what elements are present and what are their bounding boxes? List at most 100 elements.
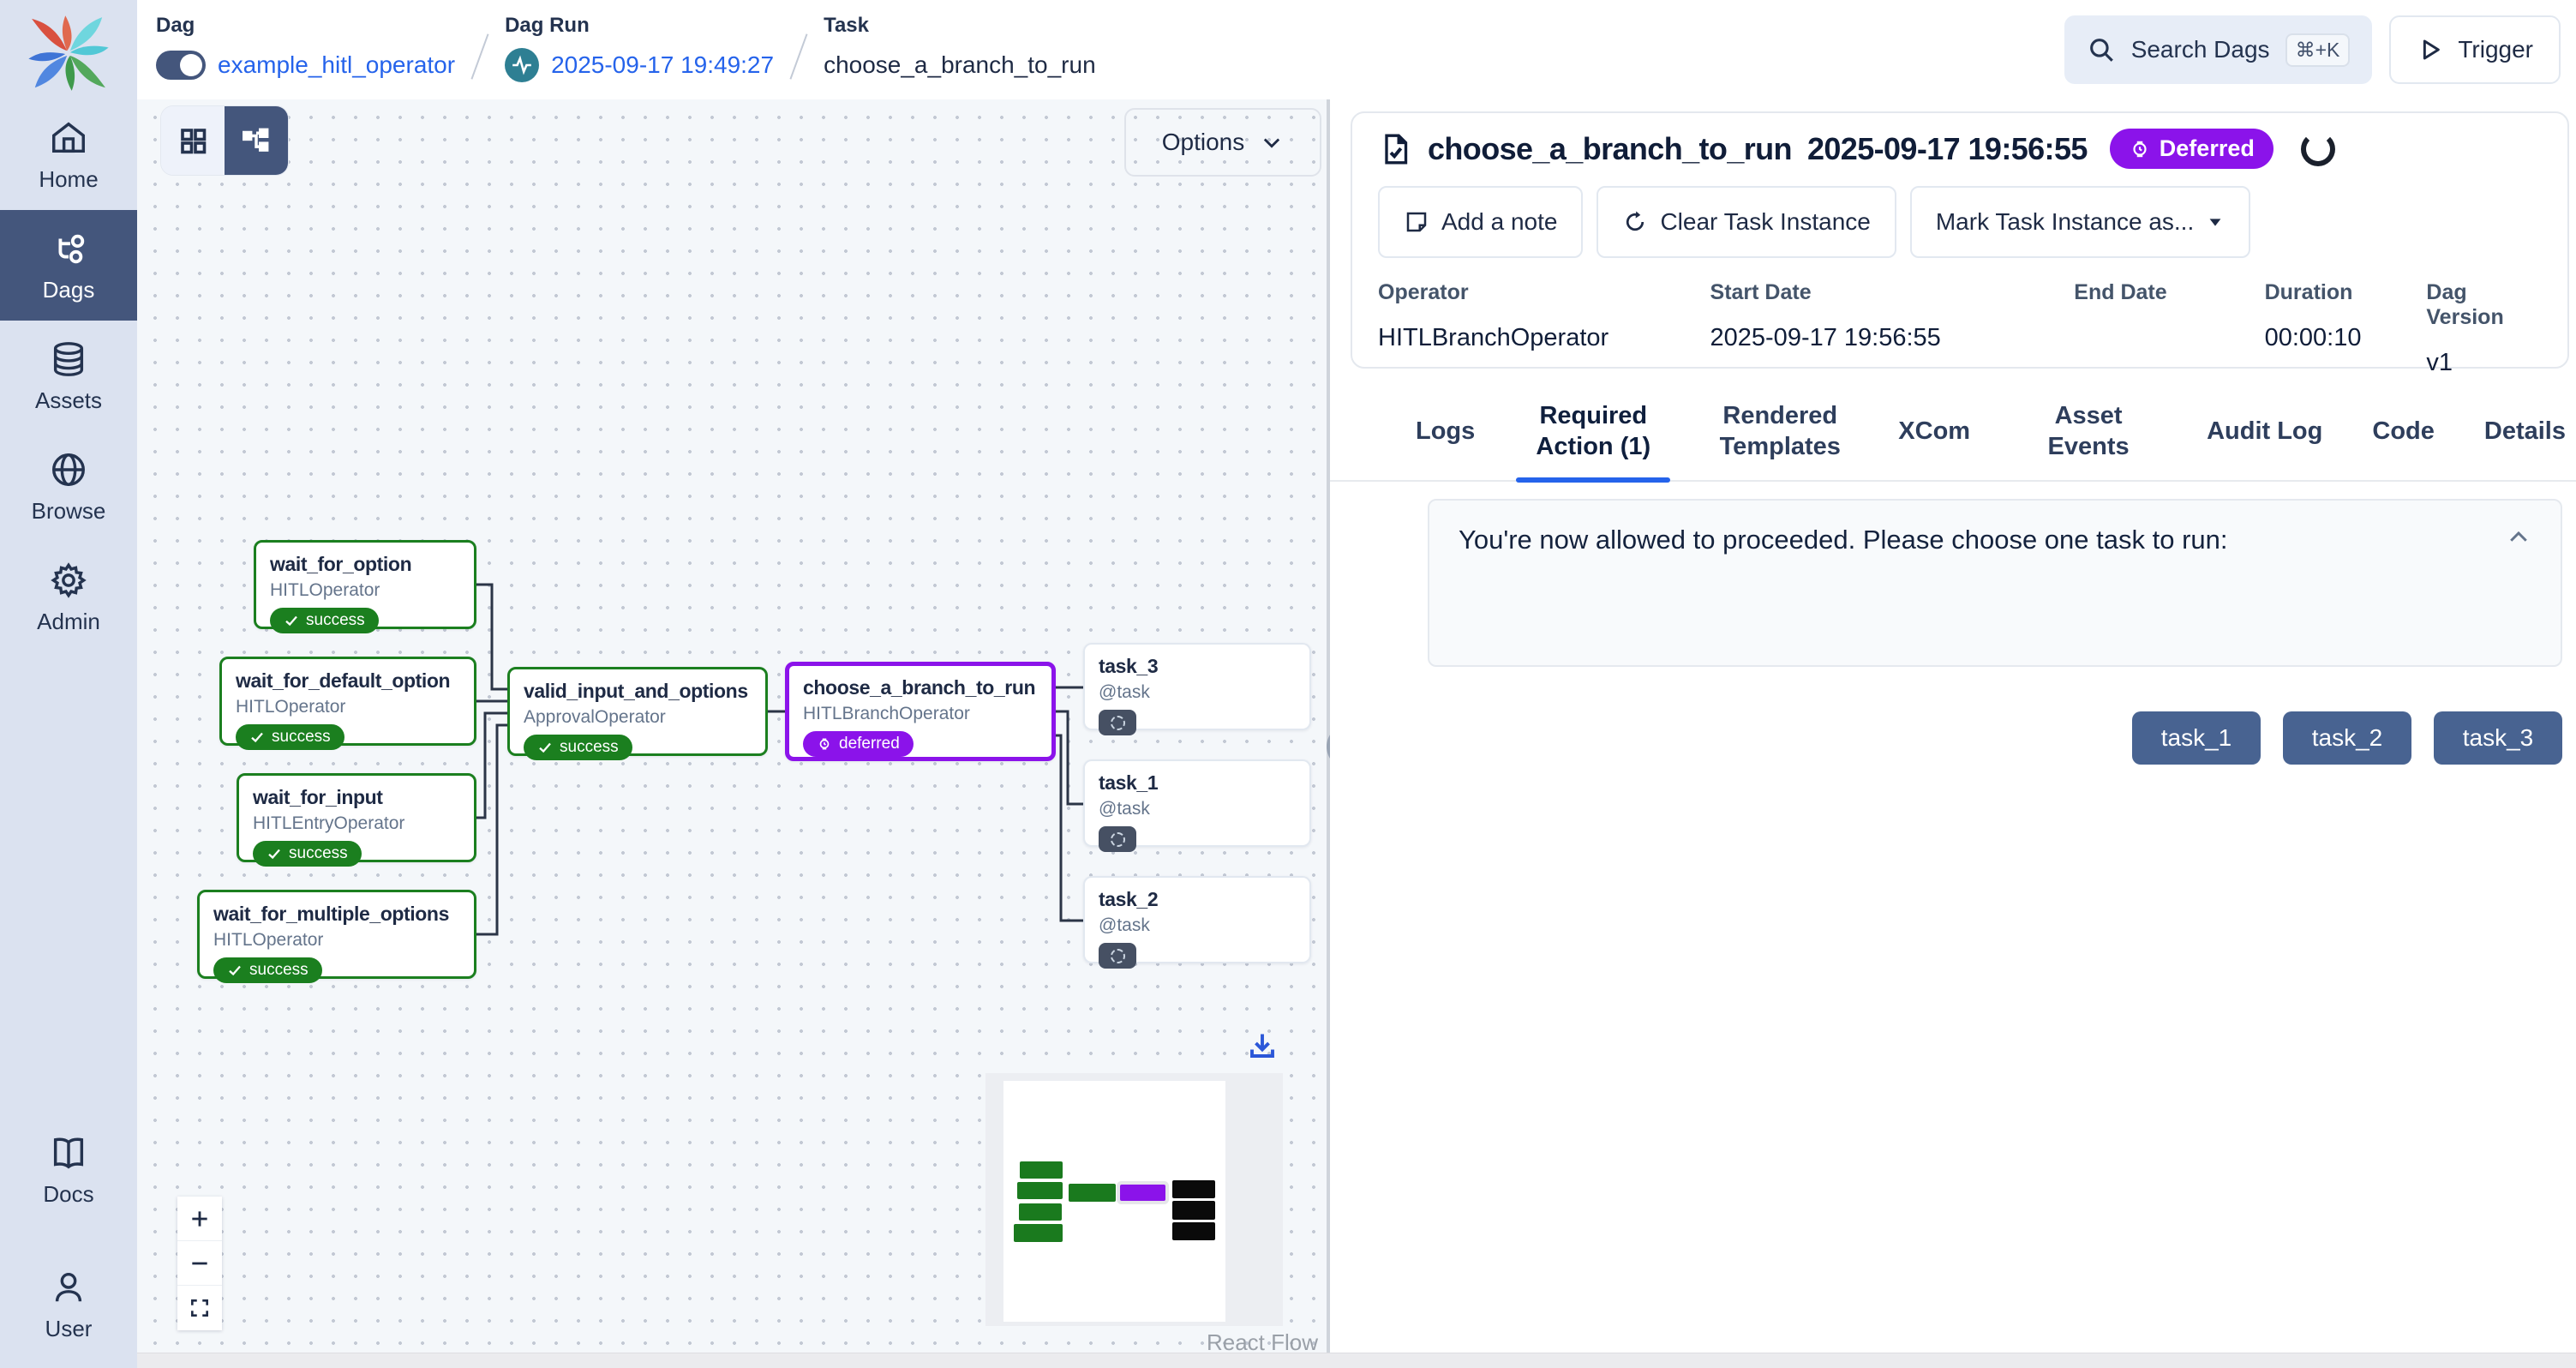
admin-icon	[51, 562, 87, 598]
breadcrumb-dag: Dag example_hitl_operator	[156, 14, 455, 86]
graph-options-button[interactable]: Options	[1124, 108, 1321, 177]
panel-divider[interactable]	[1327, 99, 1330, 1353]
breadcrumb: Dag example_hitl_operator Dag Run 2025-0…	[137, 14, 1096, 86]
sidebar-item-assets[interactable]: Assets	[0, 321, 137, 431]
task-instance-title: choose_a_branch_to_run	[1428, 130, 1793, 166]
task-instance-tabs: Logs Required Action (1) Rendered Templa…	[1330, 381, 2576, 483]
zoom-out-button[interactable]	[177, 1241, 222, 1286]
node-title: choose_a_branch_to_run	[803, 676, 1036, 699]
tab-required-action[interactable]: Required Action (1)	[1516, 381, 1671, 483]
sidebar-item-admin[interactable]: Admin	[0, 542, 137, 652]
node-operator: @task	[1099, 915, 1150, 935]
sidebar-item-dags[interactable]: Dags	[0, 210, 137, 321]
sidebar-item-user[interactable]: User	[0, 1249, 137, 1368]
task-node-wait-for-option[interactable]: wait_for_option HITLOperator success	[254, 540, 476, 633]
node-operator: HITLBranchOperator	[803, 704, 970, 723]
choose-task-1-button[interactable]: task_1	[2132, 711, 2261, 765]
horizontal-scrollbar-track[interactable]	[137, 1353, 2576, 1368]
dag-graph-canvas[interactable]: Options wait_for_option HITLOperator suc…	[137, 99, 1327, 1368]
task-node-wait-for-multiple-options[interactable]: wait_for_multiple_options HITLOperator s…	[197, 890, 476, 983]
dag-link[interactable]: example_hitl_operator	[218, 51, 456, 78]
required-action-card: You're now allowed to proceeded. Please …	[1428, 499, 2562, 667]
download-graph-button[interactable]	[1247, 1030, 1278, 1061]
download-icon	[1250, 1034, 1274, 1058]
caret-down-icon	[2209, 219, 2221, 226]
sidebar-item-home[interactable]: Home	[0, 99, 137, 210]
graph-view-icon	[243, 128, 269, 152]
node-operator: HITLEntryOperator	[253, 813, 405, 833]
sidebar: Home Dags Assets Browse Admin Docs	[0, 0, 137, 1368]
status-badge: success	[524, 735, 632, 760]
task-node-wait-for-input[interactable]: wait_for_input HITLEntryOperator success	[237, 773, 476, 867]
task-node-task-1[interactable]: task_1 @task	[1083, 759, 1311, 852]
check-icon	[229, 965, 241, 976]
dashed-circle-icon	[1110, 831, 1125, 847]
dag-pause-toggle[interactable]	[156, 51, 206, 80]
options-label: Options	[1161, 129, 1245, 155]
node-title: wait_for_input	[253, 786, 383, 808]
sidebar-item-label: Dags	[42, 277, 95, 303]
grid-view-button[interactable]	[161, 106, 225, 175]
tab-logs[interactable]: Logs	[1416, 417, 1476, 445]
clear-task-instance-button[interactable]: Clear Task Instance	[1597, 186, 1896, 258]
fit-view-button[interactable]	[177, 1286, 222, 1330]
add-note-button[interactable]: Add a note	[1378, 186, 1584, 258]
deferred-state-badge: Deferred	[2109, 129, 2273, 169]
task-node-task-2[interactable]: task_2 @task	[1083, 876, 1311, 969]
graph-view-button[interactable]	[225, 106, 288, 175]
tab-rendered-templates[interactable]: Rendered Templates	[1719, 401, 1841, 460]
chevron-down-icon	[1264, 138, 1280, 148]
sidebar-item-browse[interactable]: Browse	[0, 431, 137, 542]
tab-details[interactable]: Details	[2483, 417, 2566, 445]
tab-audit-log[interactable]: Audit Log	[2207, 417, 2323, 445]
choose-task-3-button[interactable]: task_3	[2434, 711, 2562, 765]
task-node-wait-for-default-option[interactable]: wait_for_default_option HITLOperator suc…	[219, 657, 476, 750]
assets-icon	[53, 342, 84, 376]
task-node-task-3[interactable]: task_3 @task	[1083, 643, 1311, 735]
task-node-valid-input-and-options[interactable]: valid_input_and_options ApprovalOperator…	[507, 667, 768, 760]
mark-task-instance-as-button[interactable]: Mark Task Instance as...	[1909, 186, 2251, 258]
breadcrumb-separator	[470, 33, 489, 80]
airflow-logo[interactable]	[21, 9, 117, 99]
top-header: Dag example_hitl_operator Dag Run 2025-0…	[137, 0, 2576, 99]
dashed-circle-icon	[1110, 948, 1125, 963]
meta-start-date: Start Date 2025-09-17 19:56:55	[1710, 280, 1941, 351]
choose-task-2-button[interactable]: task_2	[2283, 711, 2411, 765]
fit-view-icon	[191, 1299, 208, 1317]
sidebar-item-label: Docs	[43, 1181, 94, 1207]
node-operator: @task	[1099, 799, 1150, 819]
required-action-message: You're now allowed to proceeded. Please …	[1459, 525, 2228, 555]
meta-duration: Duration 00:00:10	[2264, 280, 2362, 351]
zoom-in-button[interactable]	[177, 1197, 222, 1241]
breadcrumb-separator	[789, 33, 808, 80]
node-operator: HITLOperator	[236, 697, 346, 717]
tab-code[interactable]: Code	[2372, 417, 2435, 445]
dag-run-state-icon	[505, 48, 540, 82]
graph-minimap[interactable]	[985, 1073, 1283, 1326]
search-dags-button[interactable]: Search Dags ⌘+K	[2064, 15, 2373, 84]
node-operator: ApprovalOperator	[524, 707, 666, 727]
view-mode-switch	[161, 106, 288, 175]
tab-asset-events[interactable]: Asset Events	[2047, 401, 2130, 460]
node-title: task_2	[1099, 888, 1159, 910]
meta-operator: Operator HITLBranchOperator	[1378, 280, 1609, 351]
task-label: Task	[824, 14, 869, 37]
task-instance-timestamp: 2025-09-17 19:56:55	[1806, 130, 2088, 166]
task-instance-header-card: choose_a_branch_to_run 2025-09-17 19:56:…	[1351, 111, 2569, 376]
chevron-up-icon[interactable]	[2506, 525, 2531, 550]
watch-icon	[2133, 141, 2147, 157]
node-title: wait_for_multiple_options	[213, 903, 449, 925]
sidebar-item-docs[interactable]: Docs	[0, 1114, 137, 1225]
node-operator: HITLOperator	[213, 930, 324, 950]
dag-run-link[interactable]: 2025-09-17 19:49:27	[551, 51, 775, 78]
zoom-controls	[177, 1197, 222, 1330]
sidebar-item-label: Admin	[37, 609, 100, 634]
trigger-button[interactable]: Trigger	[2389, 15, 2561, 84]
check-icon	[268, 849, 280, 860]
tab-xcom[interactable]: XCom	[1898, 417, 1971, 445]
meta-dag-version: Dag Version v1	[2426, 280, 2504, 376]
task-node-choose-a-branch-to-run[interactable]: choose_a_branch_to_run HITLBranchOperato…	[785, 662, 1056, 761]
node-operator: HITLOperator	[270, 580, 380, 600]
watch-icon	[819, 738, 830, 750]
sidebar-item-label: User	[45, 1316, 93, 1341]
